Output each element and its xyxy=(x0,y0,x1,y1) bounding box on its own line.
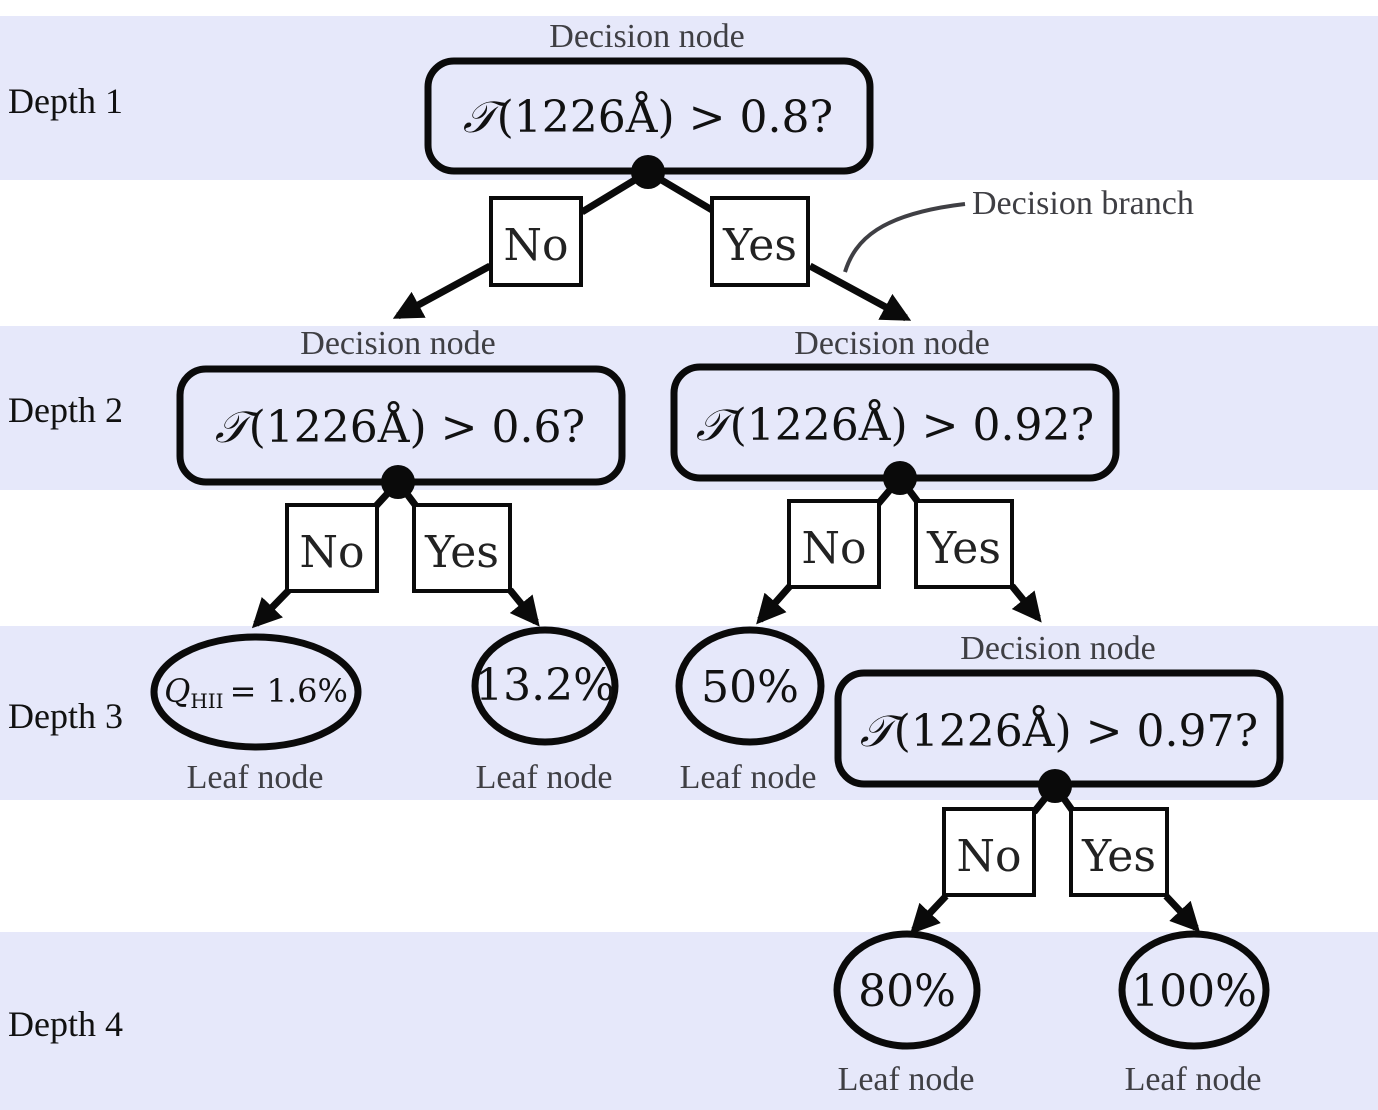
leaf-node-1-text: = 1.6% xyxy=(230,672,348,710)
root-no-label-box xyxy=(489,196,583,287)
leaf-node-5-caption: Leaf node xyxy=(1125,1061,1262,1098)
leaf-node-4-value: 80% xyxy=(858,966,956,1017)
left-decision-caption: Decision node xyxy=(300,325,495,362)
root-no-label: No xyxy=(504,220,569,271)
right-condition: 𝒯(1226Å) > 0.92? xyxy=(696,398,1094,451)
leaf-node-5 xyxy=(1118,930,1270,1050)
root-condition-text: (1226Å) > 0.8? xyxy=(497,90,834,143)
decision-branch-pointer xyxy=(843,202,966,273)
left-no-label: No xyxy=(300,527,365,578)
left-condition: 𝒯(1226Å) > 0.6? xyxy=(215,400,585,453)
deep-yes-label-box xyxy=(1069,807,1169,897)
leaf-node-3-value: 50% xyxy=(701,662,799,713)
right-split-dot xyxy=(883,461,917,495)
decision-branch-caption: Decision branch xyxy=(972,185,1194,222)
deep-decision-caption: Decision node xyxy=(960,630,1155,667)
leaf-node-1-value: QHII = 1.6% xyxy=(164,672,348,713)
leaf-node-1-caption: Leaf node xyxy=(187,759,324,796)
deep-condition-text: (1226Å) > 0.97? xyxy=(894,704,1258,757)
leaf-node-4 xyxy=(833,930,981,1050)
left-yes-label-box xyxy=(412,503,512,593)
leaf-node-1-subscript: HII xyxy=(190,689,223,713)
right-yes-label: Yes xyxy=(926,523,1001,574)
root-yes-label-box xyxy=(710,196,810,287)
leaf-node-2-value: 13.2% xyxy=(475,660,615,711)
depth-1-label: Depth 1 xyxy=(8,81,123,121)
depth-2-label: Depth 2 xyxy=(8,390,123,430)
right-decision-caption: Decision node xyxy=(794,325,989,362)
deep-yes-label: Yes xyxy=(1081,831,1156,882)
left-yes-label: Yes xyxy=(424,527,499,578)
root-decision-caption: Decision node xyxy=(549,18,744,55)
left-no-label-box xyxy=(285,503,379,593)
leaf-node-4-caption: Leaf node xyxy=(838,1061,975,1098)
deep-split-dot xyxy=(1038,769,1072,803)
leaf-node-1 xyxy=(150,633,362,751)
leaf-node-3-caption: Leaf node xyxy=(680,759,817,796)
deep-no-label-box xyxy=(942,807,1036,897)
depth-3-label: Depth 3 xyxy=(8,696,123,736)
right-condition-text: (1226Å) > 0.92? xyxy=(730,398,1094,451)
leaf-node-1-symbol: Q xyxy=(164,672,190,710)
root-condition: 𝒯(1226Å) > 0.8? xyxy=(463,90,833,143)
leaf-node-2 xyxy=(471,626,619,746)
deep-condition: 𝒯(1226Å) > 0.97? xyxy=(860,704,1258,757)
right-no-label-box xyxy=(787,499,881,589)
leaf-node-5-value: 100% xyxy=(1131,966,1257,1017)
left-split-dot xyxy=(381,465,415,499)
deep-no-label: No xyxy=(957,831,1022,882)
depth-4-label: Depth 4 xyxy=(8,1004,123,1044)
leaf-node-3 xyxy=(675,626,825,746)
right-no-label: No xyxy=(802,523,867,574)
left-condition-text: (1226Å) > 0.6? xyxy=(249,400,586,453)
right-yes-label-box xyxy=(914,499,1014,589)
leaf-node-2-caption: Leaf node xyxy=(476,759,613,796)
root-split-dot xyxy=(631,155,665,189)
root-yes-label: Yes xyxy=(722,220,797,271)
